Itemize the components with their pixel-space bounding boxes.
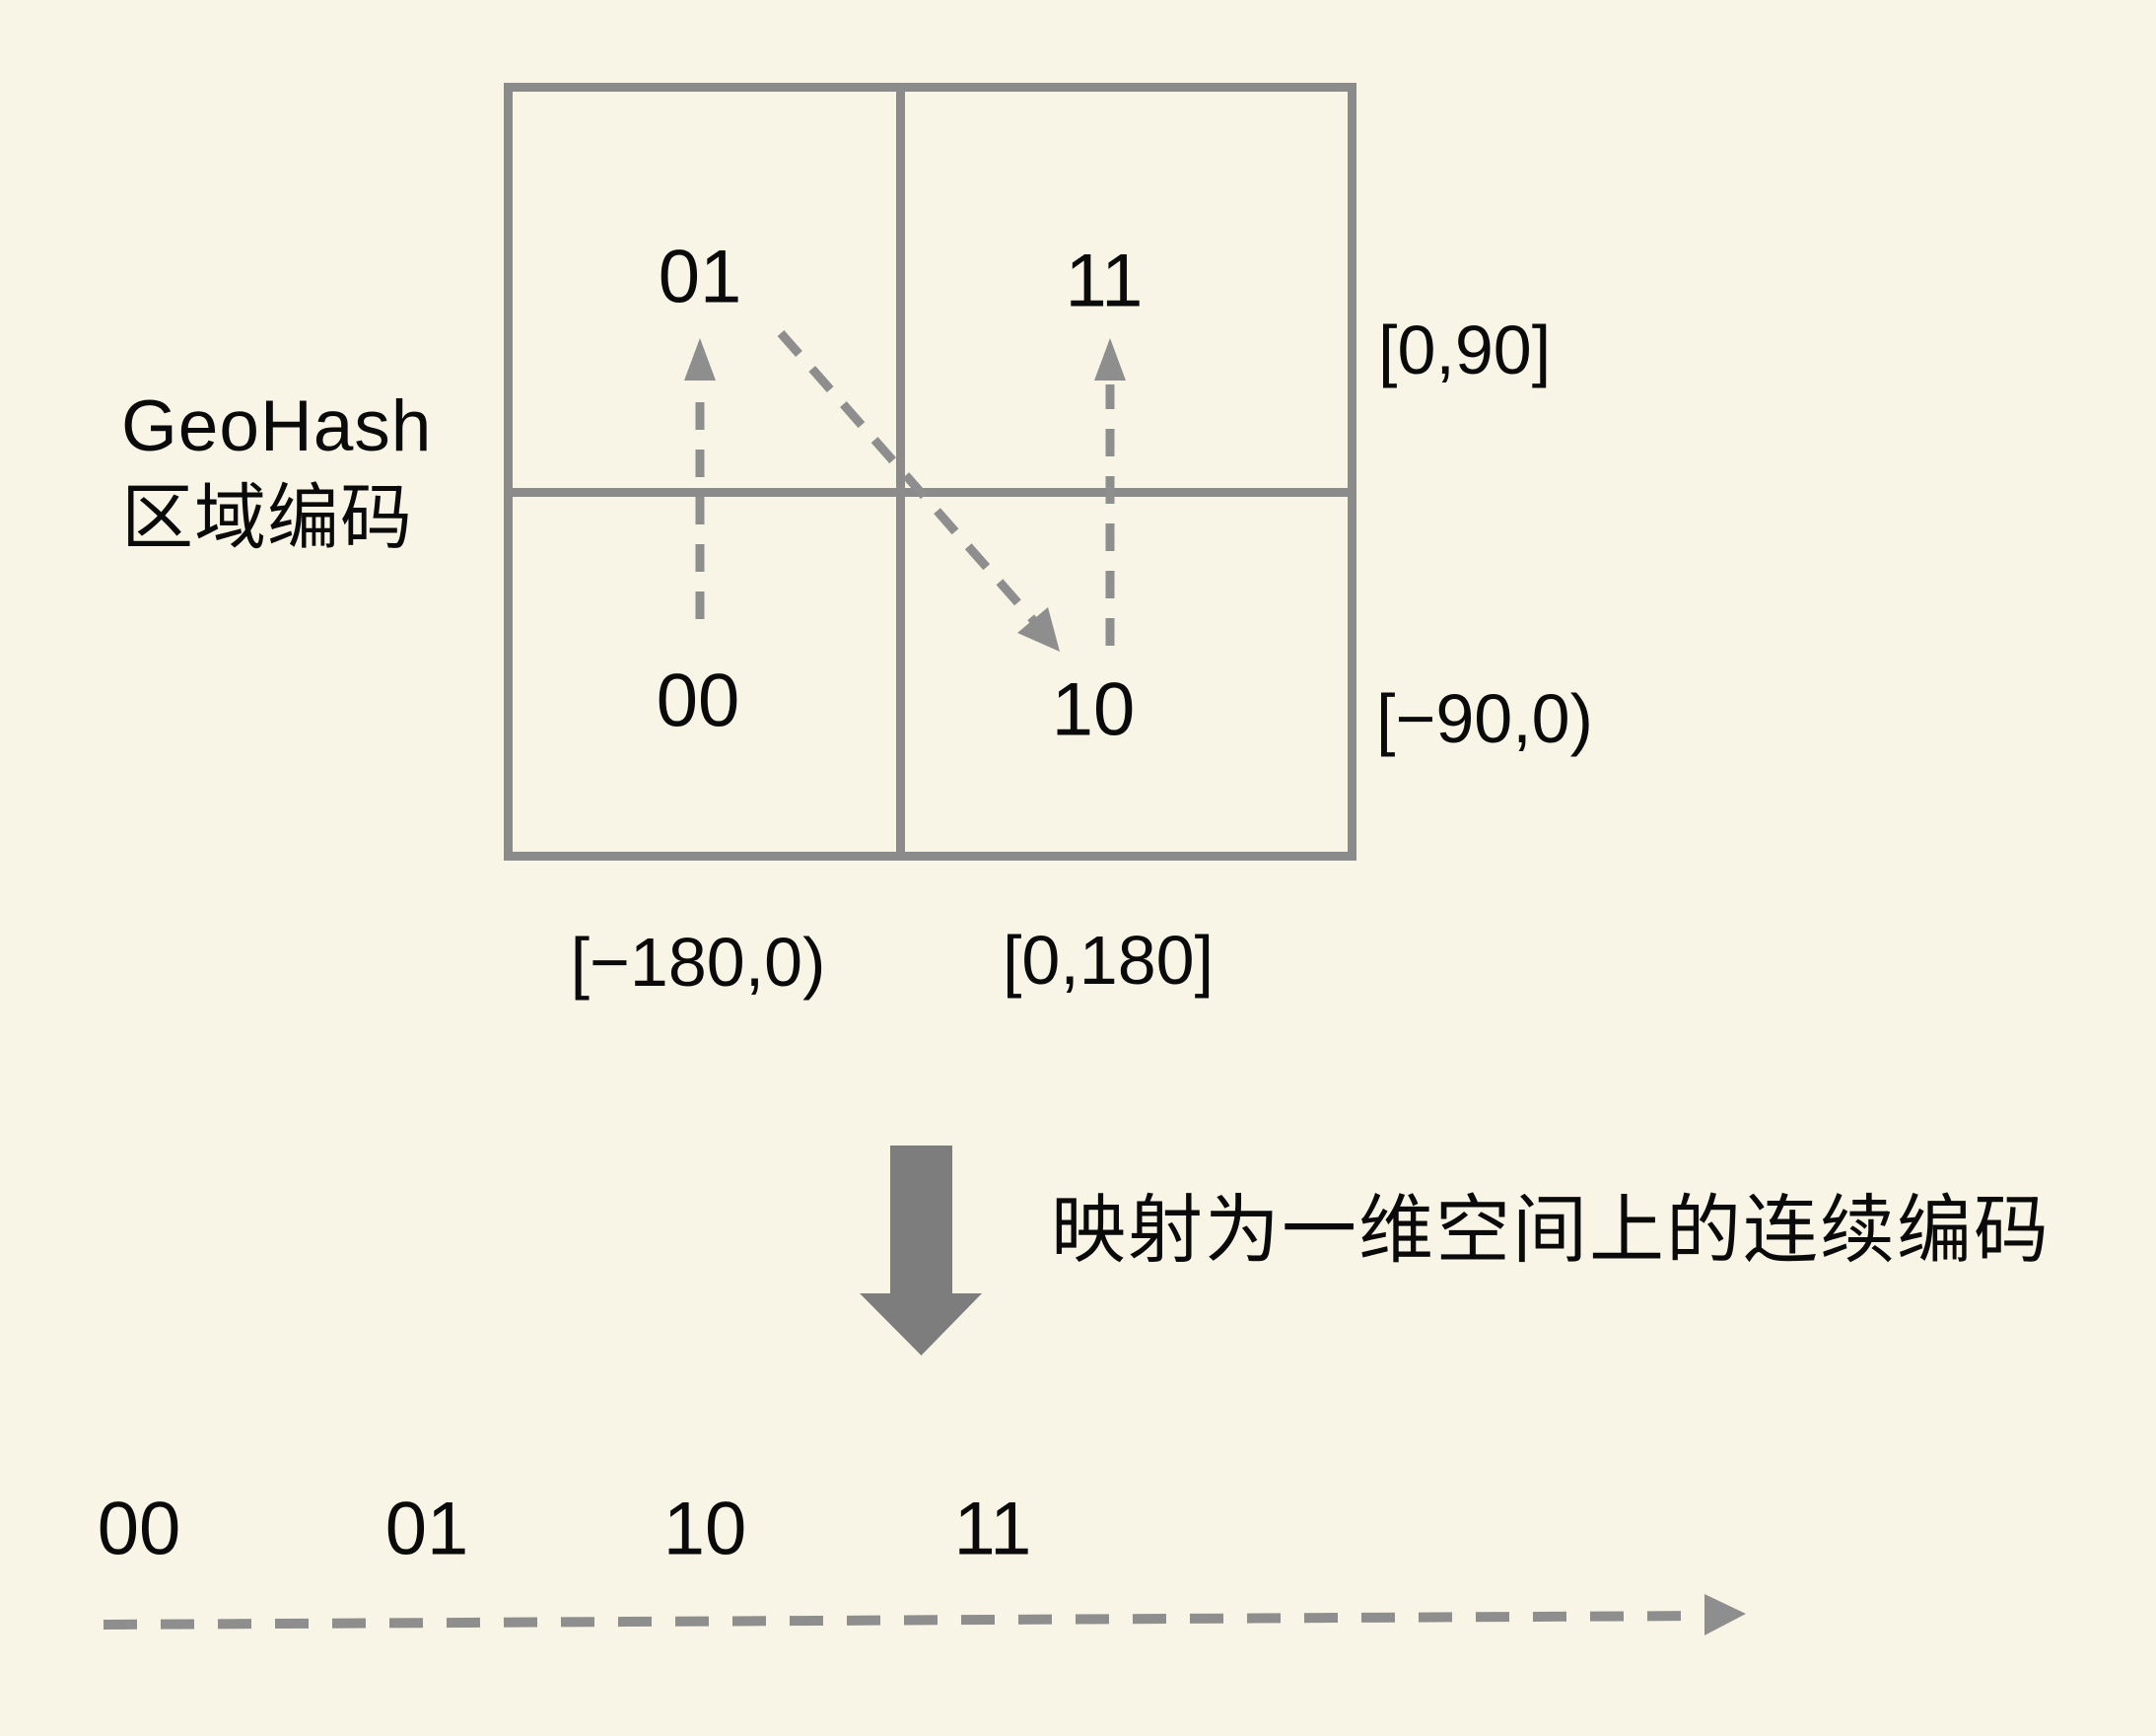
z-order-arrow-01-to-10-head-icon bbox=[1017, 607, 1060, 652]
diagram-title: GeoHash 区域编码 bbox=[121, 381, 432, 564]
map-down-arrow-icon bbox=[860, 1146, 982, 1355]
latitude-range-bottom-label: [−90,0) bbox=[1376, 680, 1593, 757]
diagram-title-line1: GeoHash bbox=[121, 386, 433, 466]
quadrant-label-bottom-right: 10 bbox=[1051, 667, 1136, 752]
grid-horizontal-divider bbox=[504, 488, 1356, 497]
one-d-axis-arrow bbox=[103, 1611, 1704, 1630]
z-order-arrow-10-to-11-head-icon bbox=[1094, 338, 1126, 381]
one-d-axis-arrow-head-icon bbox=[1704, 1594, 1746, 1635]
axis-label-11: 11 bbox=[953, 1487, 1032, 1571]
quadrant-label-top-right: 11 bbox=[1065, 239, 1144, 323]
latitude-range-top-label: [0,90] bbox=[1378, 312, 1552, 388]
diagram-title-line2: 区域编码 bbox=[121, 478, 413, 558]
quadrant-grid bbox=[504, 83, 1356, 861]
quadrant-label-top-left: 01 bbox=[658, 235, 742, 319]
mapping-caption: 映射为一维空间上的连续编码 bbox=[1051, 1189, 2051, 1273]
longitude-range-right-label: [0,180] bbox=[1002, 922, 1215, 999]
quadrant-label-bottom-left: 00 bbox=[656, 659, 740, 743]
z-order-arrow-00-to-01-head-icon bbox=[684, 338, 716, 381]
axis-label-10: 10 bbox=[662, 1487, 747, 1571]
axis-label-00: 00 bbox=[97, 1487, 181, 1571]
grid-vertical-divider bbox=[896, 83, 905, 861]
axis-label-01: 01 bbox=[384, 1487, 469, 1571]
longitude-range-left-label: [−180,0) bbox=[570, 924, 826, 1001]
z-order-arrow-01-to-10 bbox=[777, 330, 1037, 623]
